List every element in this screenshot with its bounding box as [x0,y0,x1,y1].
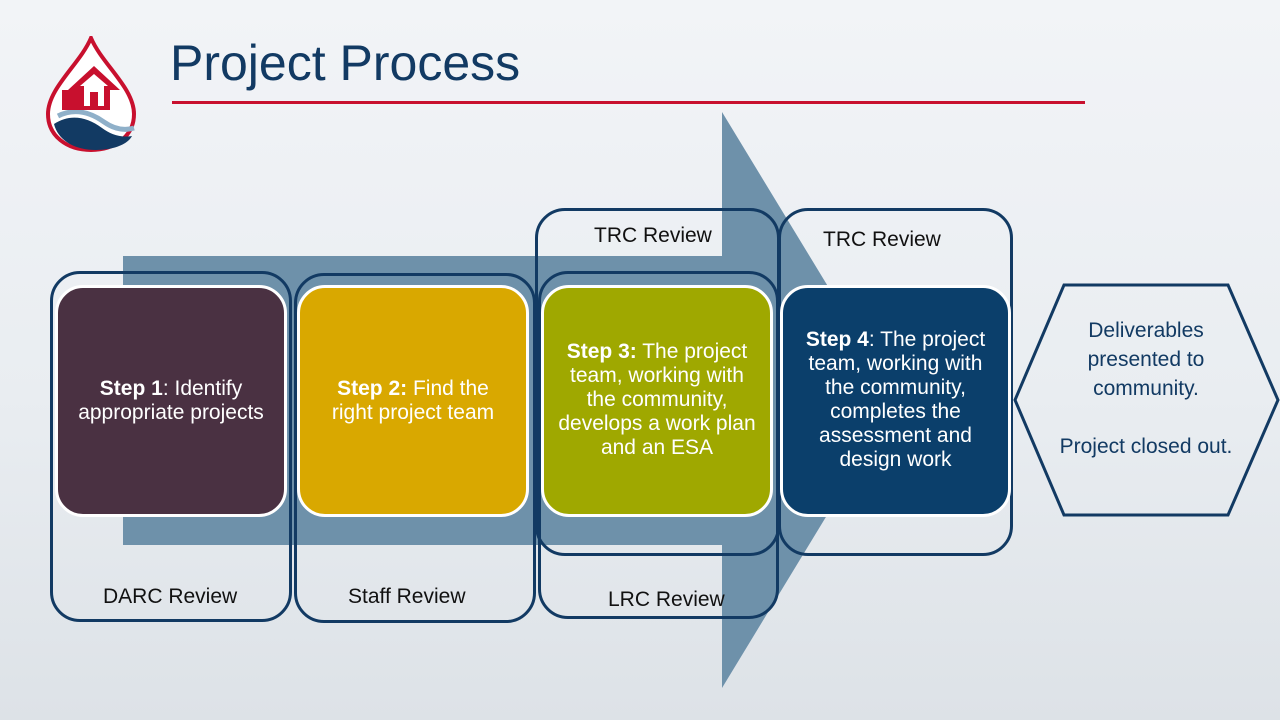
staff-review-frame [294,273,536,623]
step-1-description: : Identify appropriate projects [78,377,264,424]
step-3-label: Step 3: [566,340,637,363]
title-underline [172,101,1085,104]
step-3-description: The project team, working with the commu… [558,340,756,459]
trc-review-label-step3: TRC Review [594,224,712,247]
lrc-review-label: LRC Review [608,588,725,611]
outcome-closed: Project closed out. [1059,435,1233,458]
trc-review-label-step4: TRC Review [823,228,941,251]
darc-review-label: DARC Review [103,585,238,608]
step-2-description: Find the right project team [331,377,495,424]
staff-review-label: Staff Review [348,585,466,608]
outcome-hexagon [1013,283,1280,517]
step-1-label: Step 1 [99,377,163,400]
step-3-box: Step 3: The project team, working with t… [541,285,773,517]
page-title: Project Process [170,35,521,91]
step-4-text: Step 4: The project team, working with t… [797,328,994,472]
step-4-label: Step 4 [805,328,869,351]
step-4-box: Step 4: The project team, working with t… [780,285,1011,517]
darc-review-frame [50,271,292,622]
step-2-text: Step 2: Find the right project team [314,377,512,425]
trc-review-frame-step4 [778,208,1013,556]
outcome-text: Deliverables presented to community. Pro… [1040,316,1252,461]
step-2-box: Step 2: Find the right project team [297,285,529,517]
step-3-text: Step 3: The project team, working with t… [558,340,756,460]
outcome-deliverables: Deliverables presented to community. [1087,319,1205,400]
house-water-drop-icon [45,36,137,152]
step-4-description: : The project team, working with the com… [808,328,986,471]
step-2-label: Step 2: [337,377,408,400]
step-1-box: Step 1: Identify appropriate projects [55,285,287,517]
step-1-text: Step 1: Identify appropriate projects [72,377,270,425]
